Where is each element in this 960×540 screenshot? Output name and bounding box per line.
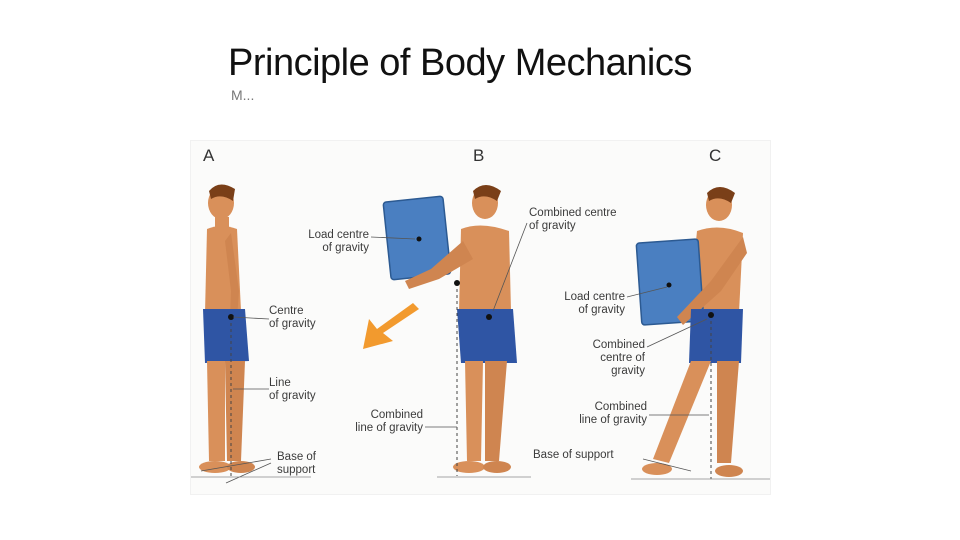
label-combined-centre-c: Combined centre of gravity xyxy=(592,339,645,377)
callout-line xyxy=(492,222,528,312)
label-combined-line-b: Combined line of gravity xyxy=(355,409,423,434)
callout-line xyxy=(225,462,272,484)
body-mechanics-illustration xyxy=(191,184,770,484)
figure-c-person xyxy=(635,187,747,479)
label-line-of-gravity-a: Line of gravity xyxy=(269,377,316,402)
label-combined-centre-b: Combined centre of gravity xyxy=(529,207,617,232)
label-combined-line-c: Combined line of gravity xyxy=(579,401,647,426)
label-load-centre-b: Load centre of gravity xyxy=(308,229,369,254)
label-load-centre-c: Load centre of gravity xyxy=(564,291,625,316)
callout-line xyxy=(642,458,692,472)
slide-title: Principle of Body Mechanics xyxy=(228,42,692,84)
panel-letter-b: B xyxy=(473,146,485,165)
callout-line xyxy=(232,316,270,320)
label-centre-of-gravity-a: Centre of gravity xyxy=(269,305,316,330)
load-box-c xyxy=(635,238,705,326)
subtitle-fragment: M... xyxy=(231,87,255,103)
panel-letter-a: A xyxy=(203,146,215,165)
direction-arrow-icon xyxy=(363,303,419,349)
figure-b-person xyxy=(382,185,517,476)
body-mechanics-figure: A B C Centre of gravity Line of gravity … xyxy=(190,140,771,495)
panel-letter-c: C xyxy=(709,146,722,165)
figure-a-person xyxy=(199,184,255,476)
callout-line xyxy=(200,458,272,472)
callout-line xyxy=(370,236,416,240)
callout-line xyxy=(646,318,708,348)
callout-line xyxy=(626,286,668,298)
label-base-of-support-a: Base of support xyxy=(277,451,316,476)
label-base-of-support-c: Base of support xyxy=(533,449,614,461)
